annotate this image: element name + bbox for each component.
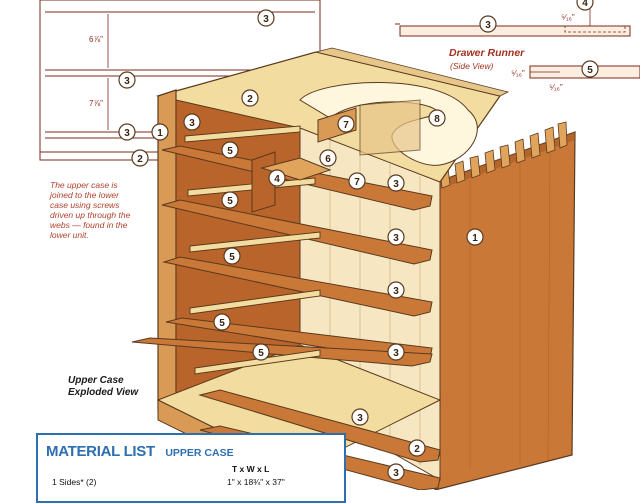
drawer-runner-subtitle: (Side View) bbox=[450, 61, 494, 71]
svg-text:3: 3 bbox=[189, 118, 195, 129]
svg-text:5: 5 bbox=[587, 65, 593, 76]
callout-3-j: 3 bbox=[351, 408, 369, 426]
svg-text:4: 4 bbox=[582, 0, 588, 9]
note-line: joined to the lower bbox=[50, 190, 119, 200]
drawer-runner-title: Drawer Runner bbox=[449, 47, 525, 59]
side-panel-right bbox=[434, 131, 576, 490]
svg-text:3: 3 bbox=[357, 413, 363, 424]
svg-text:5: 5 bbox=[227, 146, 233, 157]
dim-runner-b: ⁵⁄₁₆" bbox=[511, 69, 525, 78]
callout-1-a: 1 bbox=[151, 123, 169, 141]
dim-runner-c: ⁵⁄₁₆" bbox=[549, 83, 563, 92]
svg-text:3: 3 bbox=[485, 20, 491, 31]
callout-4-a: 4 bbox=[576, 0, 594, 11]
svg-text:5: 5 bbox=[258, 348, 264, 359]
callout-2-b: 2 bbox=[131, 149, 149, 167]
svg-text:7: 7 bbox=[343, 120, 349, 131]
callout-6-a: 6 bbox=[319, 149, 337, 167]
drawer-stops bbox=[251, 99, 421, 213]
view-label-line2: Exploded View bbox=[68, 387, 139, 398]
svg-text:2: 2 bbox=[137, 154, 143, 165]
dim-shelf-gap-top: 6⅞" bbox=[89, 35, 103, 44]
callout-5-d: 5 bbox=[213, 313, 231, 331]
svg-text:4: 4 bbox=[274, 174, 280, 185]
svg-text:3: 3 bbox=[393, 348, 399, 359]
callout-8-a: 8 bbox=[428, 109, 446, 127]
svg-text:2: 2 bbox=[247, 94, 253, 105]
callout-3-f: 3 bbox=[387, 174, 405, 192]
callout-3-h: 3 bbox=[387, 281, 405, 299]
material-list-header: MATERIAL LIST UPPER CASE bbox=[46, 443, 234, 461]
svg-text:5: 5 bbox=[229, 252, 235, 263]
material-row-size: 1" x 18¾" x 37" bbox=[227, 477, 285, 487]
svg-text:3: 3 bbox=[393, 468, 399, 479]
callout-2-a: 2 bbox=[241, 89, 259, 107]
drawer-runner-detail bbox=[395, 8, 640, 79]
note-line: case using screws bbox=[50, 200, 120, 210]
svg-text:7: 7 bbox=[354, 177, 360, 188]
callout-markers: 3 3 4 5 3 2 3 1 3 7 8 2 5 6 4 7 3 5 3 1 … bbox=[118, 0, 599, 481]
note-line: The upper case is bbox=[50, 180, 118, 190]
svg-text:1: 1 bbox=[157, 128, 163, 139]
svg-text:6: 6 bbox=[325, 154, 331, 165]
svg-text:8: 8 bbox=[434, 114, 440, 125]
svg-text:3: 3 bbox=[393, 179, 399, 190]
callout-5-b: 5 bbox=[221, 191, 239, 209]
assembly-note: The upper case is joined to the lower ca… bbox=[50, 180, 160, 240]
callout-3-i: 3 bbox=[387, 343, 405, 361]
callout-3-e: 3 bbox=[183, 113, 201, 131]
callout-3-b: 3 bbox=[479, 15, 497, 33]
material-list-title: MATERIAL LIST bbox=[46, 443, 155, 460]
callout-7-a: 7 bbox=[337, 115, 355, 133]
svg-text:3: 3 bbox=[393, 233, 399, 244]
svg-text:3: 3 bbox=[124, 76, 130, 87]
dim-runner-a: ⁵⁄₁₆" bbox=[561, 13, 575, 22]
callout-3-k: 3 bbox=[387, 463, 405, 481]
material-list-subtitle: UPPER CASE bbox=[165, 447, 234, 459]
callout-5-a1: 5 bbox=[221, 141, 239, 159]
callout-5-e: 5 bbox=[252, 343, 270, 361]
callout-3-g: 3 bbox=[387, 228, 405, 246]
callout-5-a: 5 bbox=[581, 60, 599, 78]
material-list-columns: T x W x L bbox=[232, 464, 270, 474]
callout-5-c: 5 bbox=[223, 247, 241, 265]
material-list-box: MATERIAL LIST UPPER CASE T x W x L 1 Sid… bbox=[36, 433, 346, 503]
exploded-view-illustration: 3 3 4 5 3 2 3 1 3 7 8 2 5 6 4 7 3 5 3 1 … bbox=[39, 0, 640, 490]
svg-text:3: 3 bbox=[124, 128, 130, 139]
view-label: Upper Case Exploded View bbox=[68, 375, 138, 399]
svg-text:3: 3 bbox=[393, 286, 399, 297]
callout-1-b: 1 bbox=[466, 228, 484, 246]
material-row-name: 1 Sides* (2) bbox=[52, 477, 97, 487]
callout-2-c: 2 bbox=[408, 439, 426, 457]
svg-text:3: 3 bbox=[263, 14, 269, 25]
dovetail-teeth bbox=[439, 121, 568, 189]
view-label-line1: Upper Case bbox=[68, 375, 124, 386]
callout-3-c: 3 bbox=[118, 71, 136, 89]
callout-3-d: 3 bbox=[118, 123, 136, 141]
note-line: lower unit. bbox=[50, 230, 89, 240]
callout-3-a: 3 bbox=[257, 9, 275, 27]
callout-7-b: 7 bbox=[348, 172, 366, 190]
svg-text:5: 5 bbox=[219, 318, 225, 329]
note-line: webs — found in the bbox=[50, 220, 128, 230]
svg-text:5: 5 bbox=[227, 196, 233, 207]
note-line: driven up through the bbox=[50, 210, 131, 220]
svg-text:1: 1 bbox=[472, 233, 478, 244]
callout-4-b: 4 bbox=[268, 169, 286, 187]
svg-text:2: 2 bbox=[414, 444, 420, 455]
dim-shelf-gap-bottom: 7⅞" bbox=[89, 99, 103, 108]
